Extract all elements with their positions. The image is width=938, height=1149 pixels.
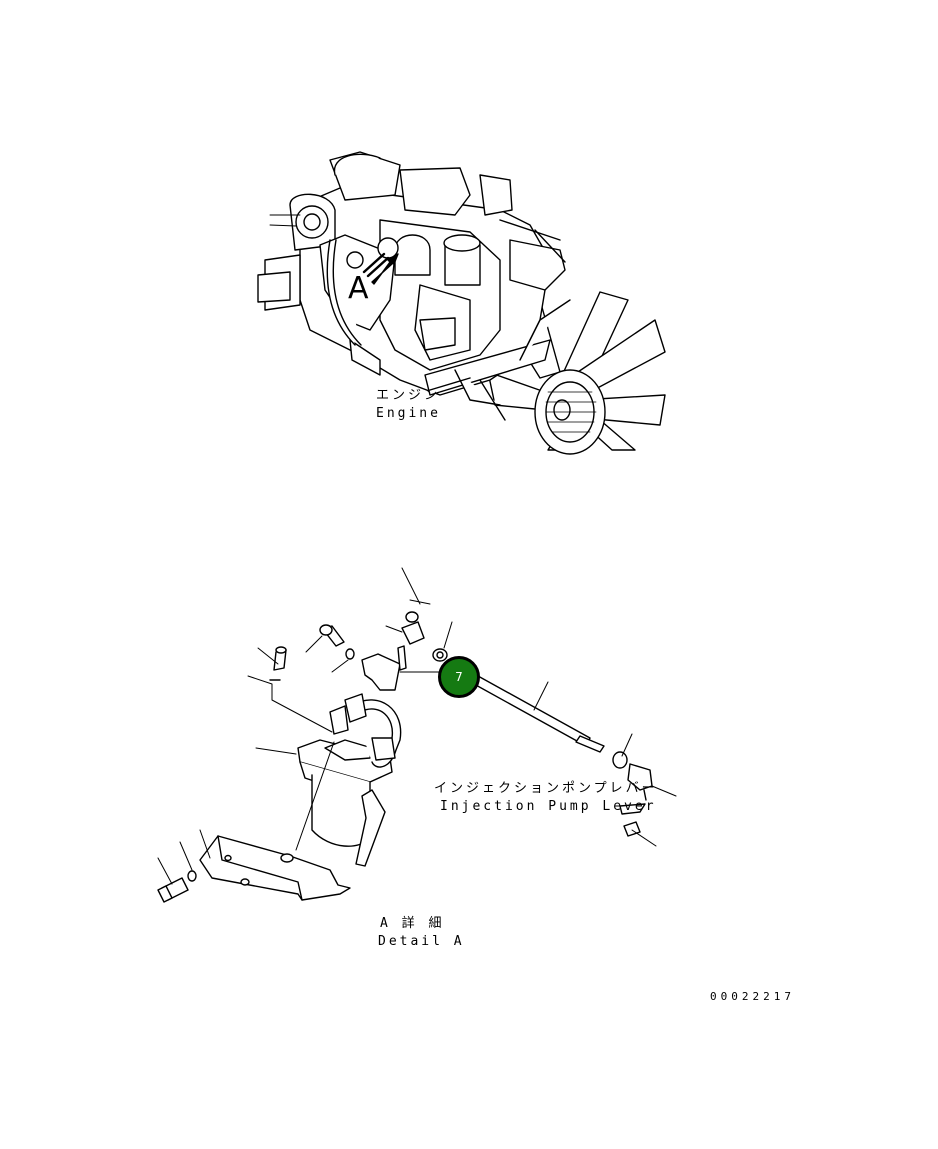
part-callout-7[interactable]: 7 [438,656,480,698]
mounting-bracket [199,835,351,901]
view-marker-a: A [348,271,369,306]
drawing-number: 00022217 [710,990,795,1003]
detail-label-jp: A 詳 細 [380,916,445,931]
bolt-lower-left [157,870,197,903]
lever-label-jp: インジェクションポンプレバー [434,781,658,796]
lever-bracket [269,611,448,691]
detail-a-illustration [157,567,677,903]
lever-label-en: Injection Pump Lever [440,799,657,814]
governor-motor [297,693,402,867]
cooling-fan [487,291,666,455]
leader-lines [157,567,677,885]
engine-label-jp: エンジン [376,388,441,403]
detail-label-en: Detail A [378,934,465,949]
engine-illustration [257,151,666,455]
view-arrow [362,252,399,285]
engine-label-en: Engine [376,406,441,421]
